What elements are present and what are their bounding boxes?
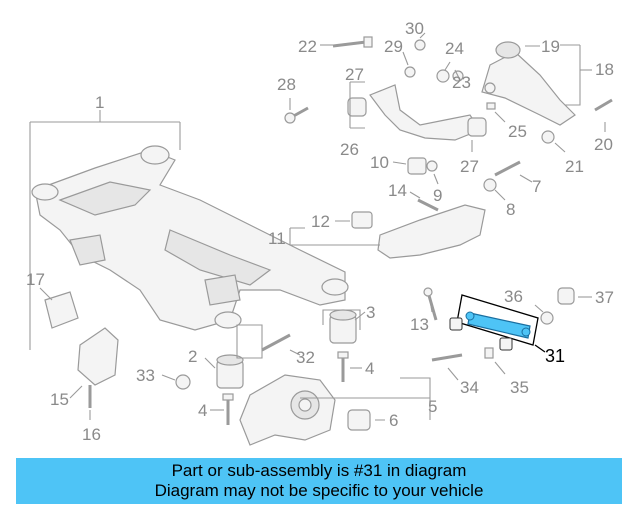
callout-4b: 4 xyxy=(198,401,207,420)
callout-15: 15 xyxy=(50,390,69,409)
callout-36: 36 xyxy=(504,287,523,306)
callout-35: 35 xyxy=(510,378,529,397)
callout-13: 13 xyxy=(410,315,429,334)
callout-7: 7 xyxy=(532,177,541,196)
callout-37: 37 xyxy=(595,288,614,307)
callout-2: 2 xyxy=(188,347,197,366)
bolt-13[interactable] xyxy=(423,287,438,321)
bolt-34[interactable] xyxy=(431,353,463,362)
trailing-arm-11[interactable] xyxy=(351,204,486,259)
nut-35[interactable] xyxy=(484,347,494,359)
nut-30[interactable] xyxy=(414,39,426,51)
bushing-2[interactable] xyxy=(216,354,244,389)
rear-subframe[interactable] xyxy=(31,145,349,331)
callout-28: 28 xyxy=(277,75,296,94)
callout-21: 21 xyxy=(565,157,584,176)
callout-31: 31 xyxy=(545,346,565,366)
washer-9[interactable] xyxy=(426,160,438,172)
bushing-21[interactable] xyxy=(541,130,555,144)
clip-25[interactable] xyxy=(486,102,496,110)
mount-17[interactable] xyxy=(44,291,79,329)
bolt-32[interactable] xyxy=(261,333,291,352)
info-banner: Part or sub-assembly is #31 in diagram D… xyxy=(16,458,622,504)
callout-27b: 27 xyxy=(460,157,479,176)
link-31-highlighted[interactable] xyxy=(449,311,531,351)
callout-33: 33 xyxy=(136,366,155,385)
callout-27a: 27 xyxy=(345,65,364,84)
bushing-3[interactable] xyxy=(329,309,357,344)
nut-33[interactable] xyxy=(175,374,191,390)
callout-10: 10 xyxy=(370,153,389,172)
callout-6: 6 xyxy=(389,411,398,430)
callout-23: 23 xyxy=(452,73,471,92)
callout-14: 14 xyxy=(388,181,407,200)
callout-34: 34 xyxy=(460,378,479,397)
callout-26: 26 xyxy=(340,140,359,159)
callout-3: 3 xyxy=(366,303,375,322)
callout-30: 30 xyxy=(405,19,424,38)
banner-line-2: Diagram may not be specific to your vehi… xyxy=(154,481,484,500)
callout-8: 8 xyxy=(506,200,515,219)
callout-16: 16 xyxy=(82,425,101,444)
washer-29[interactable] xyxy=(404,66,416,78)
bushing-24[interactable] xyxy=(436,69,450,83)
washer-8[interactable] xyxy=(483,178,497,192)
callout-9: 9 xyxy=(433,186,442,205)
callout-29: 29 xyxy=(384,37,403,56)
bolt-7[interactable] xyxy=(494,160,521,177)
callout-24: 24 xyxy=(445,39,464,58)
callout-25: 25 xyxy=(508,122,527,141)
callout-12: 12 xyxy=(311,212,330,231)
bushing-37[interactable] xyxy=(557,287,575,305)
bolt-14[interactable] xyxy=(417,198,439,212)
callout-32: 32 xyxy=(296,348,315,367)
bolt-22[interactable] xyxy=(332,36,373,48)
bolt-4-lower[interactable] xyxy=(222,393,234,425)
bracket-15[interactable] xyxy=(77,327,119,386)
callout-18: 18 xyxy=(595,60,614,79)
washer-36[interactable] xyxy=(540,311,554,325)
knuckle-5[interactable] xyxy=(239,374,336,446)
banner-line-1: Part or sub-assembly is #31 in diagram xyxy=(171,461,467,480)
bushing-10[interactable] xyxy=(407,157,427,175)
bushing-6[interactable] xyxy=(347,409,371,431)
callout-5: 5 xyxy=(428,397,437,416)
bolt-4-upper[interactable] xyxy=(337,351,349,382)
upper-arm-26[interactable] xyxy=(347,84,487,141)
control-arm-18[interactable] xyxy=(481,41,576,126)
callout-20: 20 xyxy=(594,135,613,154)
bolt-28[interactable] xyxy=(284,106,309,124)
callout-22: 22 xyxy=(298,37,317,56)
bolt-20[interactable] xyxy=(594,98,613,112)
callout-17: 17 xyxy=(26,270,45,289)
callout-11: 11 xyxy=(268,229,286,248)
callout-19: 19 xyxy=(541,37,560,56)
callout-4a: 4 xyxy=(365,359,374,378)
callout-1: 1 xyxy=(95,93,104,112)
